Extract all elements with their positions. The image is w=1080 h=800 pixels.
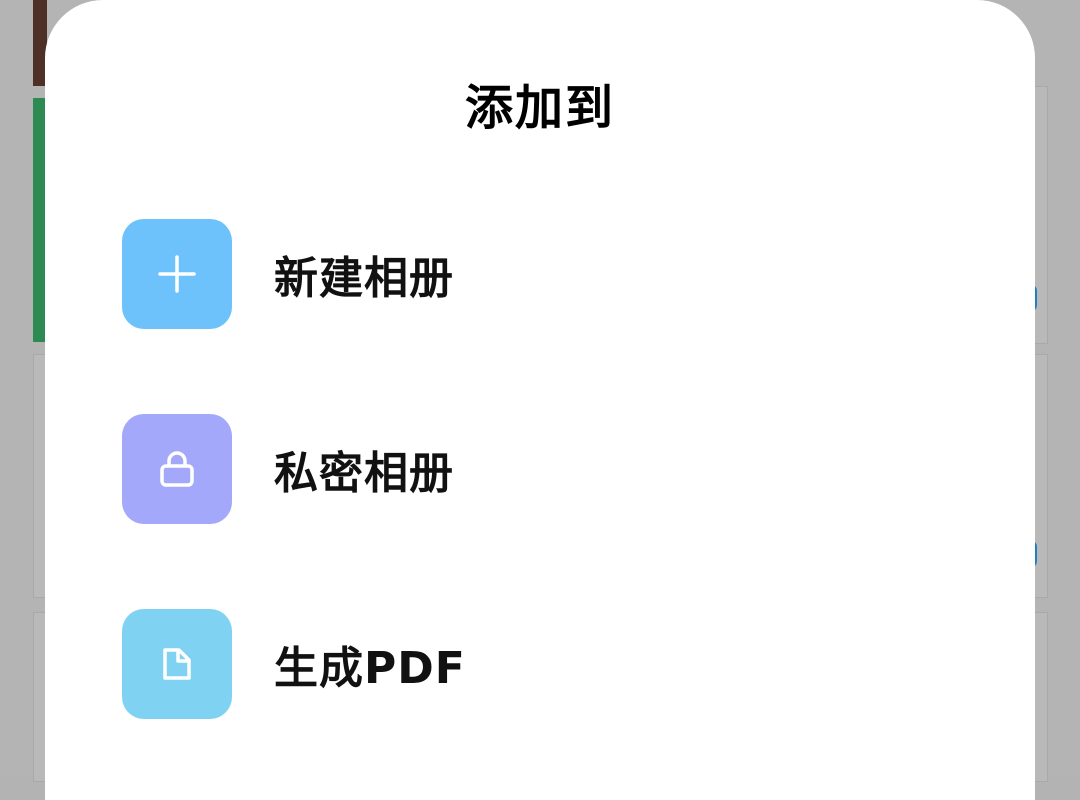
sheet-title: 添加到 — [464, 80, 615, 136]
option-private-album[interactable]: 私密相册 — [122, 414, 982, 524]
option-label: 生成PDF — [274, 643, 466, 694]
option-generate-pdf[interactable]: 生成PDF — [122, 609, 982, 719]
background-thumbnail — [33, 98, 47, 342]
add-to-bottom-sheet: 添加到 新建相册 私密相册 生成PDF — [45, 0, 1035, 800]
plus-icon — [122, 219, 232, 329]
background-thumbnail — [33, 0, 47, 86]
option-label: 私密相册 — [274, 448, 454, 499]
document-icon — [122, 609, 232, 719]
lock-icon — [122, 414, 232, 524]
option-new-album[interactable]: 新建相册 — [122, 219, 982, 329]
option-label: 新建相册 — [274, 253, 454, 304]
